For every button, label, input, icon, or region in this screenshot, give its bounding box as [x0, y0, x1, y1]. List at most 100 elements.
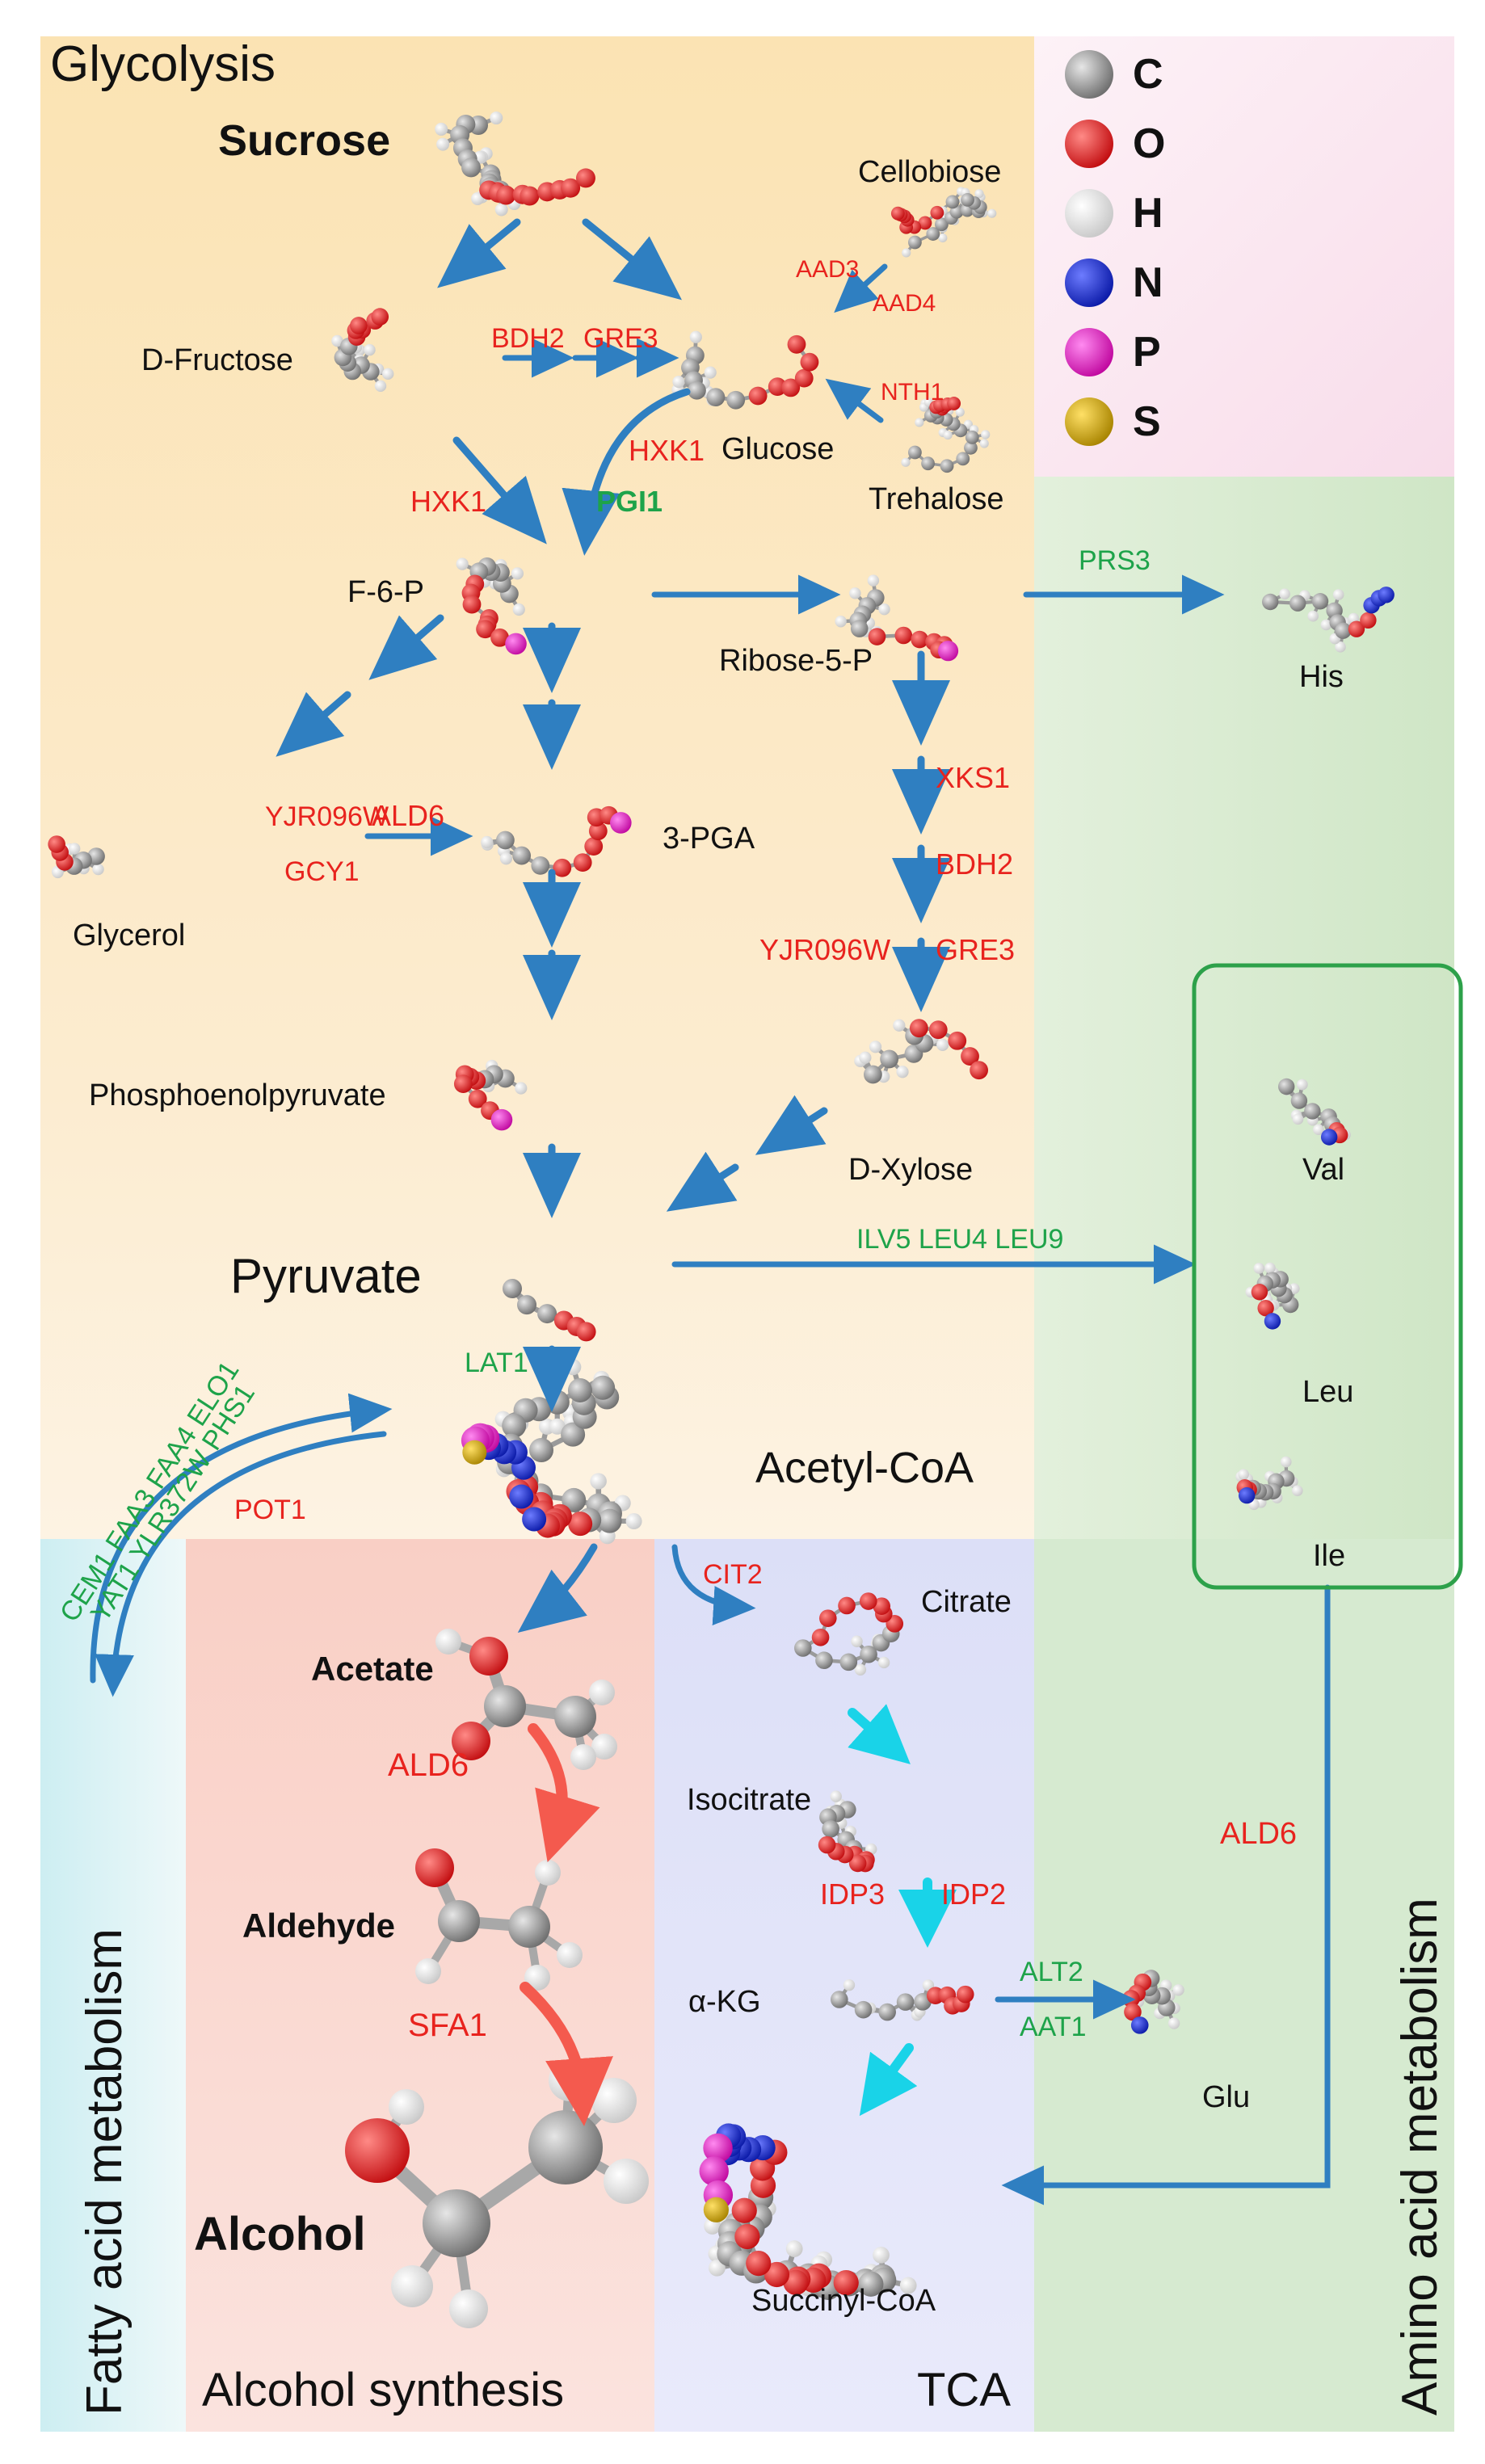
label-isocitrate: Isocitrate: [687, 1783, 811, 1817]
atom-icon: [1167, 2017, 1180, 2029]
atom-icon: [979, 439, 989, 448]
atom-icon: [859, 1051, 872, 1064]
atom-icon: [415, 1958, 441, 1984]
atom-icon: [830, 1790, 842, 1802]
atom-icon: [625, 1513, 642, 1530]
enzyme-hxk1-left: HXK1: [410, 485, 486, 518]
tca-title: TCA: [917, 2364, 1011, 2416]
atom-icon: [915, 418, 924, 427]
atom-icon: [921, 456, 935, 471]
atom-icon: [1307, 610, 1319, 622]
atom-icon: [864, 1065, 882, 1084]
atom-icon: [781, 378, 801, 397]
label-d-fructose: D-Fructose: [141, 343, 293, 377]
atom-icon: [570, 1744, 596, 1770]
atom-icon: [462, 1440, 487, 1465]
enzyme-gcy1: GCY1: [284, 856, 360, 887]
atom-icon: [709, 2259, 726, 2277]
atom-icon: [461, 158, 482, 178]
atom-icon: [894, 626, 913, 645]
atom-icon: [1378, 587, 1395, 603]
atom-icon: [1238, 1469, 1249, 1480]
arrow-sucrose-glucose: [582, 218, 682, 301]
atom-icon: [456, 557, 469, 570]
atom-icon: [909, 1019, 928, 1038]
label-ribose5p: Ribose-5-P: [719, 644, 873, 678]
atom-icon: [908, 445, 922, 460]
atom-icon: [468, 1089, 487, 1108]
atom-icon: [553, 858, 572, 877]
amino-acid-group-box: [1192, 963, 1463, 1590]
enzyme-pgi1: PGI1: [596, 485, 663, 518]
atom-icon: [1238, 1486, 1256, 1504]
atom-icon: [549, 1418, 566, 1435]
atom-icon: [1292, 1113, 1304, 1125]
arrow-acetylcoa-acetate: [517, 1543, 598, 1634]
atom-icon: [529, 1438, 553, 1462]
arrow-acetate-aldehyde: [528, 1723, 600, 1863]
atom-icon: [878, 2003, 896, 2021]
enzyme-cit2: CIT2: [703, 1559, 763, 1590]
atom-icon: [831, 1991, 848, 2008]
atom-icon: [964, 440, 978, 455]
atom-icon: [597, 1508, 622, 1533]
atom-icon: [490, 111, 503, 125]
atom-icon: [436, 137, 450, 151]
atom-icon: [699, 2156, 729, 2186]
atom-icon: [794, 368, 814, 388]
atom-icon: [452, 1722, 490, 1760]
atom-icon: [512, 846, 532, 865]
enzyme-prs3: PRS3: [1079, 545, 1151, 576]
atom-icon: [764, 2261, 790, 2288]
enzyme-ald6-top: ALD6: [372, 799, 444, 832]
atom-icon: [588, 822, 608, 841]
atom-icon: [948, 1031, 967, 1050]
atom-icon: [584, 837, 604, 856]
legend-symbol: S: [1133, 398, 1161, 445]
atom-icon: [937, 641, 959, 662]
enzyme-idp2: IDP2: [941, 1877, 1006, 1911]
molecule-aldehyde: [415, 1848, 583, 1991]
atom-icon: [415, 1848, 454, 1887]
atom-icon: [854, 1663, 867, 1676]
atom-icon: [48, 835, 65, 853]
atom-icon: [499, 852, 513, 865]
atom-icon: [794, 1639, 812, 1657]
atom-icon: [522, 1507, 547, 1532]
alcohol-arrows: [520, 1723, 613, 2126]
atom-icon: [1296, 1079, 1308, 1091]
legend-symbol: H: [1133, 190, 1163, 237]
legend-symbol: O: [1133, 120, 1165, 167]
atom-icon: [508, 1906, 550, 1948]
atom-icon: [331, 334, 343, 347]
label-sucrose: Sucrose: [218, 116, 390, 165]
atom-icon: [389, 2089, 424, 2125]
label-glu: Glu: [1202, 2080, 1250, 2114]
tca-arrows: [848, 1704, 957, 2117]
atom-icon: [899, 2277, 917, 2294]
atom-swatch-icon: [1065, 328, 1113, 376]
label-ile: Ile: [1313, 1539, 1345, 1573]
atom-swatch-icon: [1065, 189, 1113, 238]
molecule-glycerol: [48, 835, 105, 879]
atom-icon: [880, 1049, 899, 1069]
label-akg: α-KG: [688, 1985, 761, 2019]
label-f6p: F-6-P: [347, 575, 424, 609]
atom-icon: [850, 620, 869, 637]
molecule-f6p: [456, 557, 527, 655]
atom-icon: [970, 1061, 989, 1080]
atom-icon: [896, 1993, 915, 2011]
label-trehalose: Trehalose: [869, 482, 1004, 516]
molecule-cellobiose: [890, 187, 997, 258]
label-pyruvate: Pyruvate: [230, 1249, 422, 1303]
atom-icon: [568, 1512, 593, 1537]
atom-icon: [512, 603, 525, 616]
atom-icon: [438, 1900, 480, 1942]
atom-icon: [528, 2110, 603, 2184]
atom-icon: [565, 1359, 582, 1376]
molecule-d-xylose: [854, 1019, 989, 1084]
enzyme-gre3-top: GRE3: [583, 323, 658, 354]
atom-icon: [1332, 589, 1344, 600]
arrow-aldehyde-alcohol: [520, 1982, 613, 2126]
